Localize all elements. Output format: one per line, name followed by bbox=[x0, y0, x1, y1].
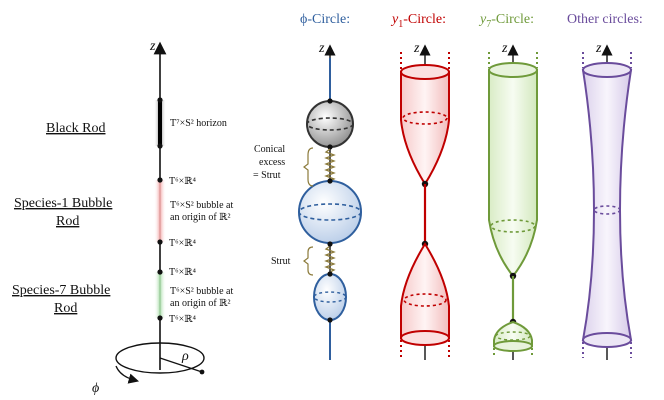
phi-circle-column: ϕ-Circle: z Conical excess = Strut Strut bbox=[253, 12, 362, 360]
sphere-node bbox=[327, 317, 333, 323]
species7-rod-label-line1: Species-7 Bubble bbox=[12, 283, 110, 298]
phi-axis-label: ϕ bbox=[92, 381, 99, 396]
strut-bracket bbox=[303, 246, 314, 276]
sphere-node bbox=[327, 271, 333, 277]
sphere-equator bbox=[298, 203, 362, 221]
species1-rod-label-line2: Rod bbox=[56, 214, 79, 229]
rod-node bbox=[157, 177, 163, 183]
rho-label: ρ bbox=[181, 349, 189, 364]
rho-radius-line bbox=[159, 357, 203, 373]
rod-node bbox=[157, 315, 163, 321]
rod-node bbox=[157, 97, 163, 103]
bubble1-annotation-line2: an origin of ℝ² bbox=[170, 212, 230, 223]
phi-circle-header: ϕ-Circle: bbox=[300, 12, 350, 27]
rod-diagram: z Black Rod Species-1 Bubble Rod Species… bbox=[12, 39, 233, 396]
bubble7-annotation-line1: T⁶×S² bubble at bbox=[170, 286, 233, 297]
other-mid-ring bbox=[593, 205, 621, 215]
conical-excess-bracket bbox=[303, 147, 314, 187]
y1-header-rest: -Circle: bbox=[403, 12, 446, 27]
y1-circle-header: y1-Circle: bbox=[390, 12, 446, 30]
species7-rod-glow bbox=[154, 272, 166, 318]
sphere-equator bbox=[306, 117, 354, 131]
species1-rod-label-line1: Species-1 Bubble bbox=[14, 196, 112, 211]
y7-subscript: 7 bbox=[486, 19, 491, 30]
rod-node bbox=[157, 239, 163, 245]
y7-bottom-ring bbox=[493, 340, 533, 352]
species1-rod-glow bbox=[154, 180, 166, 242]
y7-circle-column: y7-Circle: z bbox=[478, 12, 538, 360]
base-disk bbox=[115, 342, 205, 374]
sphere-equator bbox=[313, 291, 347, 303]
rod-node bbox=[157, 269, 163, 275]
strut-label: Strut bbox=[271, 256, 291, 267]
rho-endpoint bbox=[199, 369, 205, 375]
bubble7-annotation-line2: an origin of ℝ² bbox=[170, 298, 230, 309]
z-axis-label: z bbox=[149, 39, 156, 54]
t6r4-annotation: T⁶×ℝ⁴ bbox=[169, 238, 197, 249]
y7-symbol: y bbox=[478, 12, 487, 27]
black-rod-label: Black Rod bbox=[46, 121, 106, 136]
y7-circle-header: y7-Circle: bbox=[478, 12, 534, 30]
species1-bubble-sphere bbox=[298, 180, 362, 244]
phi-rotation-arrow bbox=[115, 365, 139, 384]
y7-mid-ring bbox=[490, 219, 536, 233]
conical-excess-label-line2: excess bbox=[259, 157, 285, 168]
other-circles-header: Other circles: bbox=[567, 12, 643, 27]
z-axis-label: z bbox=[413, 41, 420, 56]
y7-top-ring bbox=[488, 62, 538, 78]
rod-node bbox=[157, 143, 163, 149]
other-circles-column: Other circles: z bbox=[567, 12, 643, 360]
species7-bubble-sphere bbox=[313, 273, 347, 321]
y1-top-ring bbox=[400, 64, 450, 80]
other-top-ring bbox=[582, 62, 632, 78]
horizon-annotation: T⁷×S² horizon bbox=[170, 118, 227, 129]
y1-mid-ring bbox=[402, 111, 448, 125]
t6r4-annotation: T⁶×ℝ⁴ bbox=[169, 176, 197, 187]
species7-rod-label-line2: Rod bbox=[54, 301, 77, 316]
z-axis-label: z bbox=[318, 41, 325, 56]
strut-spring-upper bbox=[324, 148, 336, 182]
z-axis-label: z bbox=[501, 41, 508, 56]
other-bottom-ring bbox=[582, 332, 632, 348]
conical-excess-label-line3: = Strut bbox=[253, 170, 281, 181]
t6r4-annotation: T⁶×ℝ⁴ bbox=[169, 267, 197, 278]
y1-lower-funnel bbox=[400, 242, 450, 339]
y7-mid-ring bbox=[495, 331, 531, 341]
y1-circle-column: y1-Circle: z bbox=[390, 12, 450, 360]
y7-upper-funnel bbox=[488, 69, 538, 278]
y1-bottom-ring bbox=[400, 330, 450, 346]
y1-subscript: 1 bbox=[398, 19, 403, 30]
t6r4-annotation: T⁶×ℝ⁴ bbox=[169, 314, 197, 325]
sphere-node bbox=[327, 178, 333, 184]
conical-excess-label-line1: Conical bbox=[254, 144, 285, 155]
z-axis-label: z bbox=[595, 41, 602, 56]
strut-spring-lower bbox=[324, 245, 336, 273]
y1-upper-funnel bbox=[400, 71, 450, 186]
bubble1-annotation-line1: T⁶×S² bubble at bbox=[170, 200, 233, 211]
other-tube bbox=[581, 69, 633, 341]
sphere-node bbox=[327, 98, 333, 104]
y1-mid-ring bbox=[403, 293, 447, 307]
y7-header-rest: -Circle: bbox=[491, 12, 534, 27]
black-hole-sphere bbox=[306, 100, 354, 148]
sphere-node bbox=[327, 144, 333, 150]
y1-symbol: y bbox=[390, 12, 399, 27]
sphere-node bbox=[327, 241, 333, 247]
